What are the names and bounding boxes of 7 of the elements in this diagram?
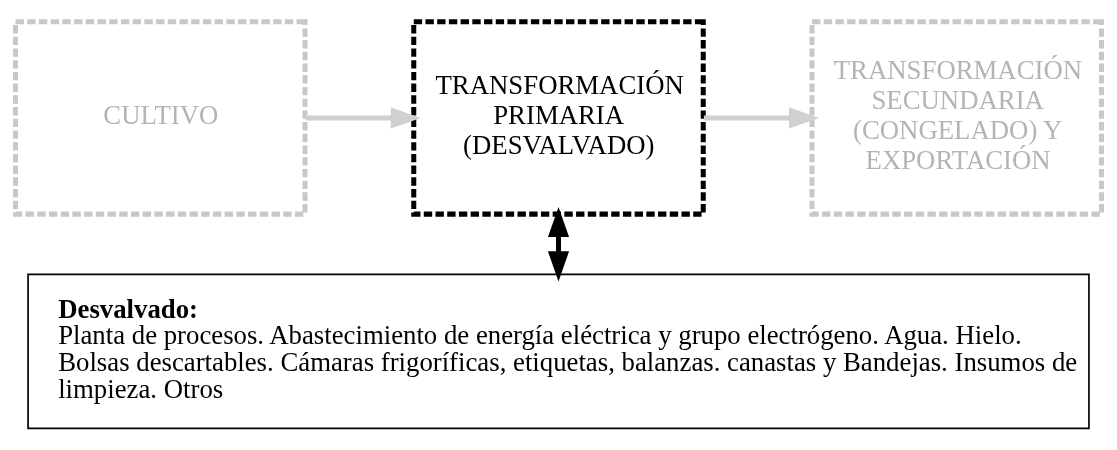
node-box: TRANSFORMACIÓN SECUNDARIA (CONGELADO) Y EXPORTACIÓN	[809, 19, 1104, 217]
arrow	[305, 107, 421, 129]
node-box: Desvalvado: Planta de procesos. Abastecimiento de energía eléctrica y grupo electrógeno. Agua. Hielo. Bolsas descartables. Cámaras frigoríficas, etiquetas, balanzas. canastas y Bandejas. Insumos de limpieza. Otros	[27, 273, 1090, 430]
arrow	[703, 107, 820, 129]
node-box: CULTIVO	[13, 19, 308, 217]
arrow	[547, 206, 570, 282]
node-box: TRANSFORMACIÓN PRIMARIA (DESVALVADO)	[411, 19, 706, 217]
